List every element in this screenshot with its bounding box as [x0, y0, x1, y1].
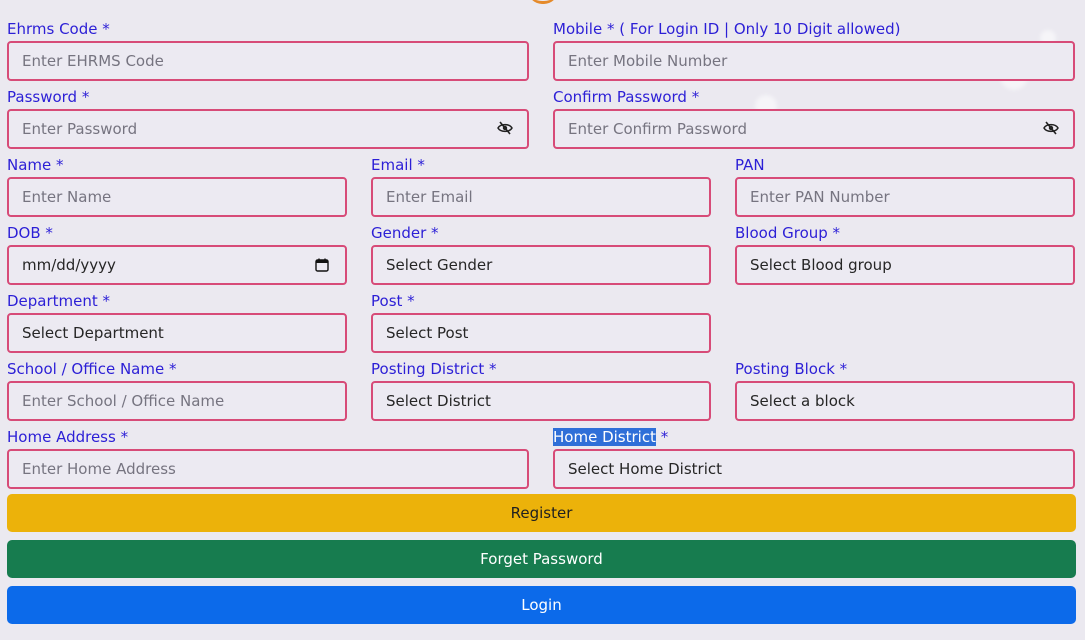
posting-district-label: Posting District * — [371, 360, 497, 378]
pan-field: PAN Enter PAN Number — [735, 154, 1075, 217]
school-input[interactable]: Enter School / Office Name — [7, 381, 347, 421]
dob-input[interactable]: mm/dd/yyyy — [7, 245, 347, 285]
home-address-input[interactable]: Enter Home Address — [7, 449, 529, 489]
home-address-field: Home Address * Enter Home Address — [7, 426, 529, 489]
confirm-password-label: Confirm Password * — [553, 88, 700, 106]
school-field: School / Office Name * Enter School / Of… — [7, 358, 347, 421]
mobile-input[interactable]: Enter Mobile Number — [553, 41, 1075, 81]
ehrms-code-field: Ehrms Code * Enter EHRMS Code — [7, 18, 529, 81]
home-district-label: Home District * — [553, 426, 1075, 449]
mobile-field: Mobile * ( For Login ID | Only 10 Digit … — [553, 18, 1075, 81]
login-button[interactable]: Login — [7, 586, 1076, 624]
confirm-password-placeholder: Enter Confirm Password — [568, 120, 747, 138]
email-input[interactable]: Enter Email — [371, 177, 711, 217]
home-district-label-selected: Home District — [553, 428, 656, 446]
confirm-password-field: Confirm Password * Enter Confirm Passwor… — [553, 86, 1075, 149]
posting-block-label: Posting Block * — [735, 360, 848, 378]
department-field: Department * Select Department — [7, 290, 347, 353]
posting-district-field: Posting District * Select District — [371, 358, 711, 421]
dob-value: mm/dd/yyyy — [22, 256, 116, 274]
empty-cell — [735, 290, 1075, 353]
top-decoration — [528, 0, 558, 4]
forget-password-button[interactable]: Forget Password — [7, 540, 1076, 578]
password-label: Password * — [7, 88, 90, 106]
ehrms-code-label: Ehrms Code * — [7, 20, 110, 38]
home-address-label: Home Address * — [7, 428, 129, 446]
email-field: Email * Enter Email — [371, 154, 711, 217]
mobile-label: Mobile * ( For Login ID | Only 10 Digit … — [553, 20, 901, 38]
gender-field: Gender * Select Gender — [371, 222, 711, 285]
pan-input[interactable]: Enter PAN Number — [735, 177, 1075, 217]
password-placeholder: Enter Password — [22, 120, 138, 138]
posting-block-select[interactable]: Select a block — [735, 381, 1075, 421]
calendar-icon[interactable] — [315, 258, 329, 272]
pan-label: PAN — [735, 156, 765, 174]
password-input[interactable]: Enter Password — [7, 109, 529, 149]
home-district-select[interactable]: Select Home District — [553, 449, 1075, 489]
home-district-field: Home District * Select Home District — [553, 426, 1075, 489]
gender-label: Gender * — [371, 224, 439, 242]
blood-group-field: Blood Group * Select Blood group — [735, 222, 1075, 285]
eye-slash-icon[interactable] — [497, 121, 513, 135]
email-label: Email * — [371, 156, 425, 174]
department-label: Department * — [7, 292, 111, 310]
school-label: School / Office Name * — [7, 360, 177, 378]
register-button[interactable]: Register — [7, 494, 1076, 532]
post-field: Post * Select Post — [371, 290, 711, 353]
dob-field: DOB * mm/dd/yyyy — [7, 222, 347, 285]
ehrms-code-input[interactable]: Enter EHRMS Code — [7, 41, 529, 81]
dob-label: DOB * — [7, 224, 53, 242]
name-field: Name * Enter Name — [7, 154, 347, 217]
password-field: Password * Enter Password — [7, 86, 529, 149]
post-label: Post * — [371, 292, 415, 310]
post-select[interactable]: Select Post — [371, 313, 711, 353]
name-label: Name * — [7, 156, 64, 174]
required-marker: * — [655, 428, 669, 446]
department-select[interactable]: Select Department — [7, 313, 347, 353]
registration-form: Ehrms Code * Enter EHRMS Code Mobile * (… — [7, 18, 1076, 632]
gender-select[interactable]: Select Gender — [371, 245, 711, 285]
blood-group-label: Blood Group * — [735, 224, 841, 242]
name-input[interactable]: Enter Name — [7, 177, 347, 217]
confirm-password-input[interactable]: Enter Confirm Password — [553, 109, 1075, 149]
blood-group-select[interactable]: Select Blood group — [735, 245, 1075, 285]
posting-block-field: Posting Block * Select a block — [735, 358, 1075, 421]
eye-slash-icon[interactable] — [1043, 121, 1059, 135]
posting-district-select[interactable]: Select District — [371, 381, 711, 421]
